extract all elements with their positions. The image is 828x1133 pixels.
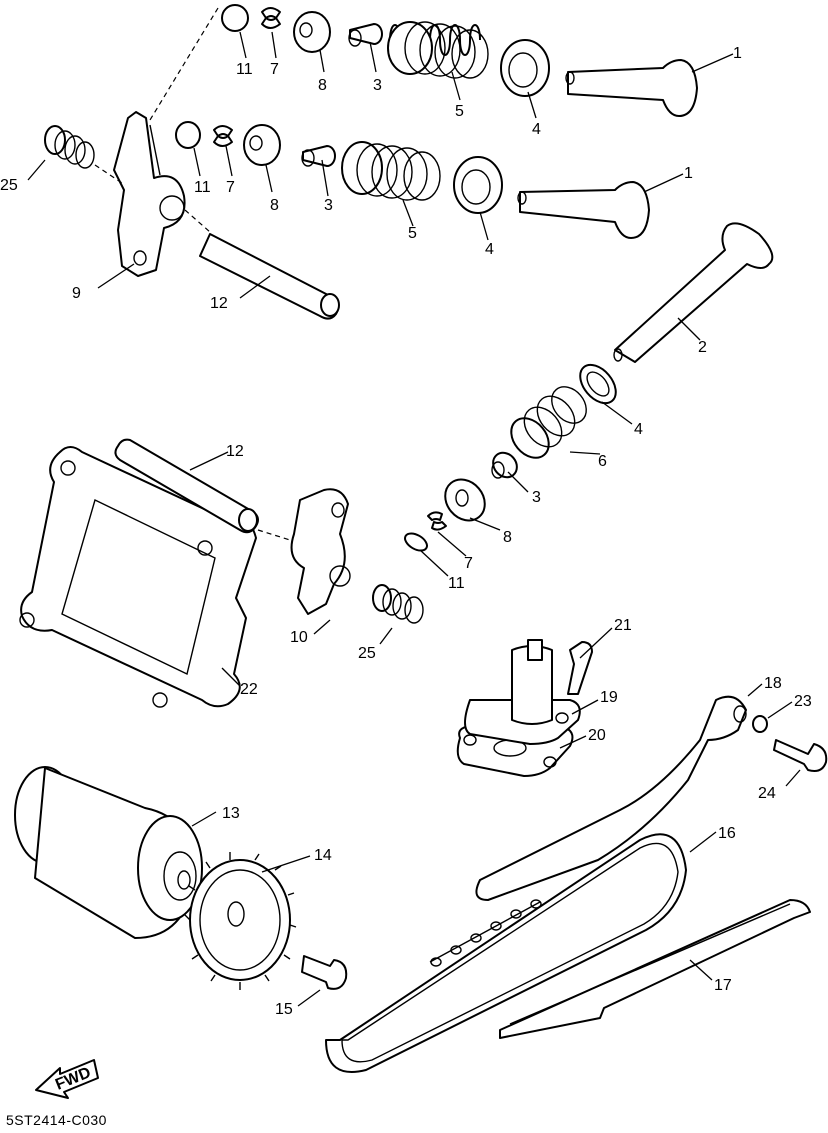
valve-spring-5a (387, 21, 489, 79)
rocker-shaft-12b (114, 438, 259, 534)
chain-guide-17 (499, 899, 811, 1039)
callout-8-c: 8 (503, 529, 512, 546)
callout-4-b: 4 (485, 241, 494, 258)
callout-5-b: 5 (408, 225, 417, 242)
exhaust-valve-2 (613, 222, 774, 363)
callout-24: 24 (758, 785, 776, 802)
rocker-arm-9 (113, 111, 186, 277)
cylinder-head-gasket-22 (19, 446, 257, 708)
stem-seal-3b (301, 145, 336, 167)
callout-8-a: 8 (318, 77, 327, 94)
callout-2: 2 (698, 339, 707, 356)
callout-14: 14 (314, 847, 332, 864)
camshaft-13 (14, 766, 203, 939)
rocker-arm-10 (290, 488, 351, 615)
callout-10: 10 (290, 629, 308, 646)
valve-keeper-cap-11a (221, 4, 249, 32)
callout-25-a: 25 (0, 177, 18, 194)
callout-9: 9 (72, 285, 81, 302)
spring-retainer-8c (444, 478, 486, 522)
cam-sprocket-14 (183, 852, 297, 990)
sprocket-bolt-15 (301, 955, 348, 990)
washer-23 (752, 715, 768, 733)
cam-chain-16 (325, 833, 687, 1073)
valve-spring-5b (341, 141, 441, 201)
callout-21: 21 (614, 617, 632, 634)
callout-7-b: 7 (226, 179, 235, 196)
valve-cotter-7b (213, 125, 233, 147)
valve-cotter-7a (261, 7, 281, 29)
intake-valve-1b (517, 181, 650, 239)
callout-12-b: 12 (226, 443, 244, 460)
callout-5-a: 5 (455, 103, 464, 120)
callout-23: 23 (794, 693, 812, 710)
forward-direction-arrow: FWD (35, 1059, 99, 1099)
callout-11-c: 11 (448, 575, 465, 592)
spring-seat-4b (453, 156, 503, 214)
valve-keeper-cap-11b (175, 121, 201, 149)
diagram-code: 5ST2414-C030 (6, 1112, 107, 1128)
callout-17: 17 (714, 977, 732, 994)
callout-6: 6 (598, 453, 607, 470)
callout-3-b: 3 (324, 197, 333, 214)
callout-11-b: 11 (194, 179, 211, 196)
callout-7-a: 7 (270, 61, 279, 78)
cam-chain-tensioner-19 (464, 639, 581, 745)
callout-19: 19 (600, 689, 618, 706)
callout-25-b: 25 (358, 645, 376, 662)
callout-3-a: 3 (373, 77, 382, 94)
intake-valve-1a (565, 59, 698, 117)
valve-keeper-cap-11c (404, 532, 428, 552)
spring-seat-4a (500, 39, 550, 97)
stem-seal-3c (491, 451, 518, 479)
valve-spring-6 (510, 386, 587, 459)
spring-retainer-8b (243, 124, 281, 166)
stem-seal-3a (348, 23, 383, 47)
callout-7-c: 7 (464, 555, 473, 572)
callout-4-a: 4 (532, 121, 541, 138)
callout-16: 16 (718, 825, 736, 842)
valve-cotter-7c (427, 511, 447, 531)
spring-seat-4c (579, 363, 617, 405)
guide-bolt-24 (773, 739, 828, 772)
callout-11-a: 11 (236, 61, 253, 78)
callout-1-a: 1 (733, 45, 742, 62)
rocker-spring-25a (44, 125, 95, 169)
callout-4-c: 4 (634, 421, 643, 438)
callout-22: 22 (240, 681, 258, 698)
callout-18: 18 (764, 675, 782, 692)
callout-20: 20 (588, 727, 606, 744)
callout-8-b: 8 (270, 197, 279, 214)
spring-retainer-8a (293, 11, 331, 53)
callout-12-a: 12 (210, 295, 228, 312)
callout-3-c: 3 (532, 489, 541, 506)
callout-13: 13 (222, 805, 240, 822)
chain-guide-18 (475, 695, 747, 901)
rocker-spring-25b (372, 584, 424, 624)
callout-15: 15 (275, 1001, 293, 1018)
callout-1-b: 1 (684, 165, 693, 182)
